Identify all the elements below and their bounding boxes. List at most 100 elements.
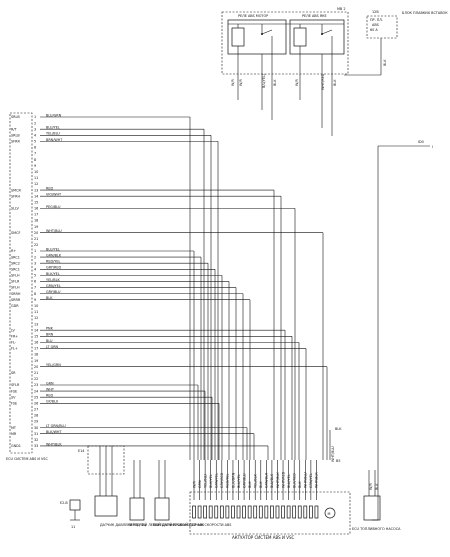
relay-wire-label: B/L(YEL) [262, 73, 266, 88]
actuator-pin-label: WHT/RED [281, 471, 285, 488]
ecu-pin-number: 27 [34, 408, 38, 412]
ecu-pin-number: 31 [34, 432, 38, 436]
ecu-pin-number: 17 [34, 347, 38, 351]
ecu-pin-name: SRRR [11, 298, 21, 302]
ecu-pin-number: 7 [34, 152, 36, 156]
ecu-wire-label: GRY/BLU [46, 290, 61, 294]
right-ground-wire: I [432, 145, 433, 149]
ecu-pin-name: SRC1 [11, 267, 20, 271]
relay-feed-wires [237, 54, 333, 136]
actuator-solenoid [297, 505, 302, 519]
ecu-wire-label: RED [46, 394, 53, 398]
actuator-solenoid [214, 505, 219, 519]
ecu-wire-label: GRN/YEL [46, 284, 61, 288]
ecu-pin-name: FL- [11, 341, 17, 345]
ecu-pin-name: SLLV [11, 207, 20, 211]
actuator-solenoid [203, 505, 207, 519]
ecu-gnd-ref: E14 [78, 449, 84, 453]
actuator-solenoid [192, 505, 196, 519]
ecu-pin-number: 25 [34, 395, 38, 399]
actuator-pin-label: GRN/YEL [215, 473, 219, 488]
actuator-solenoid [258, 505, 263, 519]
ecu-pin-name: SRC2 [11, 261, 20, 265]
relay-box-frame [221, 11, 349, 75]
ecu-pin-name: SMCR [11, 188, 21, 192]
fuse-line: ABS [372, 23, 379, 27]
ecu-pin-number: 2 [34, 121, 36, 125]
ecu-pin-name: FR+ [11, 334, 18, 338]
ecu-pin-number: 16 [34, 207, 38, 211]
fuse-block-frame [366, 15, 398, 39]
ecu-wire-label: BRN/WHT [46, 138, 63, 142]
ecu-wire-label: GRY/RED [46, 266, 61, 270]
ecu-pin-number: 12 [34, 316, 38, 320]
relay-top-wire-labels: W/R W/R B/L(YEL) BLK W/R WHT/RED BLK [231, 73, 337, 90]
fuse-block: 12В ПР. ПЛ. ABS 60 А БЛОК ПЛАВКИХ ВСТАВО… [344, 10, 448, 76]
sensor-box-gtc [94, 495, 118, 517]
fuse-line: 60 А [370, 28, 378, 32]
ecu-pin-number: 19 [34, 225, 38, 229]
ground-sub: 11 [71, 525, 75, 529]
ecu-pin-number: 13 [34, 322, 38, 326]
actuator-solenoid [264, 505, 269, 519]
ecu-pin-number: 16 [34, 341, 38, 345]
actuator-pin-label: GRN/BLK [265, 472, 269, 488]
actuator-pin-label: BLU/YEL [237, 474, 241, 488]
ecu-pin-number: 21 [34, 237, 38, 241]
sensors: ДАТЧИК ДАВЛЕНИЯ В ГТЦ ПЕРЕДНИЙ ЛЕВЫЙ ДАТ… [87, 445, 231, 527]
ecu-pin-name: SFRR [11, 140, 20, 144]
actuator-pin-label: YEL/BLK [254, 474, 258, 488]
actuator-pin-label: WHT/BLK [315, 472, 319, 488]
ecu-pin-number: 7 [34, 286, 36, 290]
actuator-label: АКТУАТОР СИСТЕМ ABS И VSC [232, 535, 295, 540]
ecu-pin-number: 9 [34, 164, 36, 168]
actuator-motor-icon [324, 507, 336, 519]
actuator-pin-label: W/R [192, 481, 196, 488]
ecu-wire-label: WHT/BLK [46, 442, 62, 446]
ecu-pin-name: GDR [11, 304, 19, 308]
ecu-pin-name: FSE [11, 401, 17, 405]
actuator-pin-label: WHT/BLK [276, 472, 280, 488]
ecu-pin-number: 5 [34, 140, 36, 144]
ecu-wire-label: RED/YEL [46, 260, 60, 264]
actuator-pin-label: GRN [198, 480, 202, 488]
right-ground-code: ID0 [418, 140, 424, 144]
relay-solenoid-box [289, 19, 345, 55]
ecu-pin-number: 8 [34, 158, 36, 162]
actuator-pin-label: GRN/YEL [309, 473, 313, 488]
ecu-pin-name: SV [11, 395, 16, 399]
actuator-solenoid [208, 505, 213, 519]
ecu-wire-label: LT GRN/BLU [46, 424, 66, 428]
ecu-wire-label: YEL/BLU [46, 132, 60, 136]
ecu-pin-number: 14 [34, 328, 38, 332]
actuator-solenoid [225, 505, 230, 519]
ecu-pin-name: FL+ [11, 347, 18, 351]
actuator-pin-label: BLK/RED [292, 473, 296, 488]
ecu-pump-box [363, 495, 381, 521]
sensor-name: ПЕРЕДНИЙ ПРАВЫЙ ДАТЧИК СКОРОСТИ ABS [153, 522, 231, 527]
ecu-pin-number: 6 [34, 146, 36, 150]
sensor-name: ДАТЧИК ДАВЛЕНИЯ В ГТЦ [100, 523, 146, 527]
ecu-pin-name: SRRH [11, 292, 21, 296]
ecu-pin-number: 18 [34, 353, 38, 357]
fuse-side-label: БЛОК ПЛАВКИХ ВСТАВОК [402, 11, 448, 15]
ecu-pin-number: 11 [34, 310, 38, 314]
ecu-label: ECU СИСТЕМ ABS И VSC [6, 457, 48, 461]
ground-wire-label: BLK [335, 427, 342, 431]
ecu-wire-label: BLU/YEL [46, 126, 60, 130]
ecu-wire-label: GRN/BLK [46, 253, 62, 257]
actuator-solenoid [309, 505, 313, 519]
ecu-pin-number: 26 [34, 401, 38, 405]
actuator-pin-label: RED/YEL [226, 474, 230, 488]
ecu-pin-number: 4 [34, 267, 36, 271]
ecu-pin-number: 30 [34, 426, 38, 430]
ecu-pin-name: SR [11, 371, 16, 375]
ecu-pin-name: SFRH [11, 194, 20, 198]
ecu-pump-wire: W/R [369, 483, 373, 490]
ecu-wire-label: LT GRN [46, 345, 59, 349]
ground-wire-label: WHT/BLU [331, 446, 335, 462]
ecu-wire-label: RED [46, 186, 53, 190]
ecu-pin-name: SRLB [11, 115, 20, 119]
actuator-pin-label: BLK [248, 481, 252, 488]
